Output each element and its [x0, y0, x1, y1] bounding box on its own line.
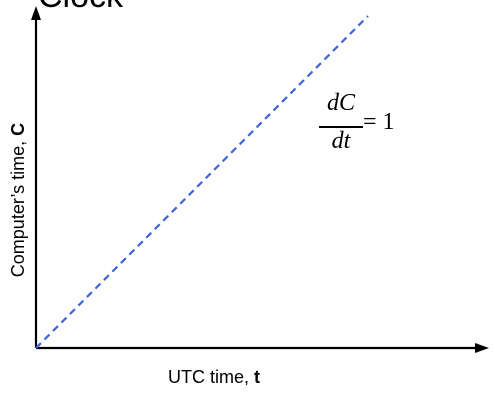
ideal-clock-rate-line	[35, 15, 369, 349]
y-axis-label-symbol: C	[8, 122, 28, 136]
derivative-numerator: dC	[326, 90, 355, 116]
equation-rhs: = 1	[363, 109, 395, 135]
derivative-denominator: dt	[331, 128, 351, 154]
y-axis-label: Computer’s time, C	[8, 40, 28, 360]
x-axis-label: UTC time, t	[168, 365, 260, 389]
y-axis-label-text: Computer’s time,	[8, 135, 28, 278]
x-axis-arrowhead	[475, 343, 489, 353]
x-axis-label-text: UTC time,	[168, 367, 255, 387]
x-axis-label-symbol: t	[254, 367, 261, 387]
fraction-bar	[319, 126, 363, 128]
clipped-heading: Clock	[38, 0, 123, 16]
y-axis-arrowhead	[31, 6, 41, 20]
ideal-clock-rate-equation: dC dt = 1	[312, 90, 422, 170]
